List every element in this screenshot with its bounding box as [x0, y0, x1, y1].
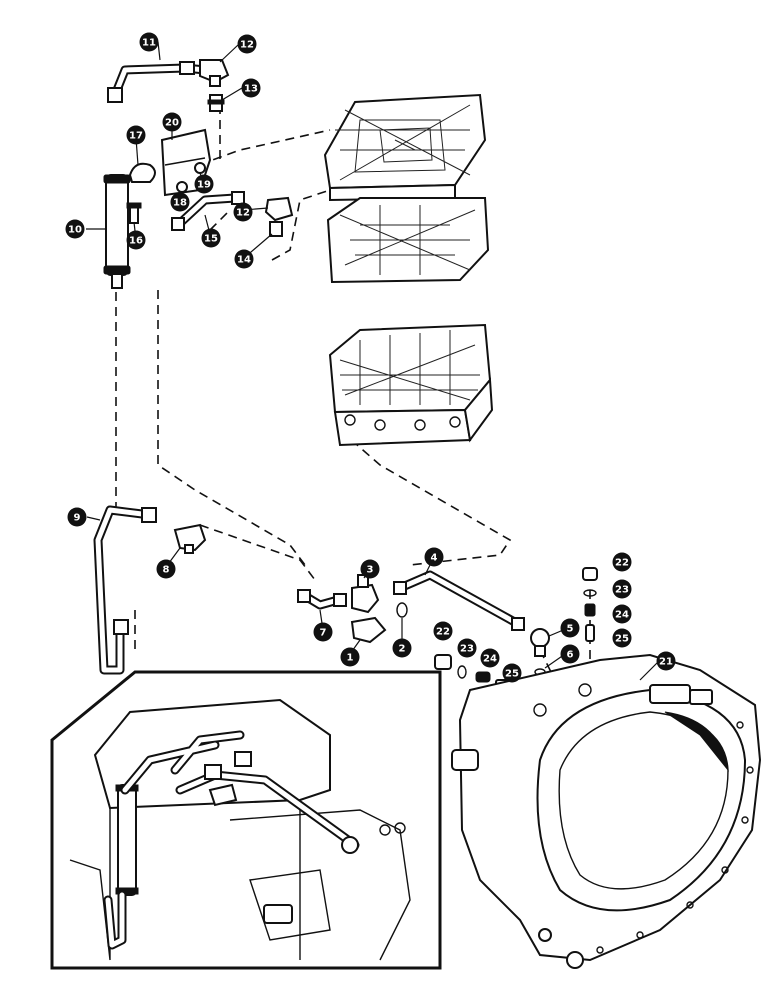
spring-24-right	[584, 603, 596, 617]
svg-text:11: 11	[142, 38, 156, 49]
callout-6: 6	[560, 644, 580, 664]
spring-24-mid	[475, 671, 491, 683]
svg-text:22: 22	[436, 627, 450, 638]
valve-1	[350, 616, 387, 644]
elbow-12-top	[199, 59, 230, 87]
callout-8: 8	[156, 559, 176, 579]
callout-23-right: 23	[612, 579, 632, 599]
callout-19: 19	[194, 174, 214, 194]
callout-25-right: 25	[612, 628, 632, 648]
callout-24-mid: 24	[480, 648, 500, 668]
elbow-12-mid	[264, 196, 294, 222]
svg-text:14: 14	[237, 255, 251, 266]
svg-text:9: 9	[74, 513, 81, 524]
callout-12-mid: 12	[233, 202, 253, 222]
callout-7: 7	[313, 622, 333, 642]
callout-21: 21	[656, 651, 676, 671]
svg-text:8: 8	[163, 565, 170, 576]
svg-text:24: 24	[615, 610, 629, 621]
callout-12-top: 12	[237, 34, 257, 54]
callout-17: 17	[126, 125, 146, 145]
svg-text:7: 7	[320, 628, 327, 639]
callout-9: 9	[67, 507, 87, 527]
tee-fitting-3	[351, 574, 380, 614]
tube-9	[93, 505, 157, 675]
callout-24-right: 24	[612, 604, 632, 624]
clutch-housing-21	[451, 653, 762, 969]
svg-text:23: 23	[460, 644, 474, 655]
callout-16: 16	[126, 230, 146, 250]
svg-text:6: 6	[567, 650, 574, 661]
callout-1: 1	[340, 647, 360, 667]
callout-20: 20	[162, 112, 182, 132]
tube-15	[171, 191, 245, 231]
svg-text:2: 2	[399, 644, 406, 655]
oil-filter-10	[103, 174, 131, 289]
tube-7	[297, 589, 347, 610]
valve-cover-plate	[323, 93, 487, 202]
svg-text:4: 4	[431, 553, 438, 564]
pin-25-right	[585, 624, 595, 642]
svg-text:12: 12	[240, 40, 254, 51]
svg-text:18: 18	[173, 198, 187, 209]
svg-text:21: 21	[659, 657, 673, 668]
callout-14: 14	[234, 249, 254, 269]
callout-5: 5	[560, 618, 580, 638]
callout-25-mid: 25	[502, 663, 522, 683]
clamp-17	[128, 162, 156, 183]
callout-11: 11	[139, 32, 159, 52]
valve-gasket-plate	[326, 197, 490, 284]
svg-text:17: 17	[129, 131, 143, 142]
callout-3: 3	[360, 559, 380, 579]
bolt-16	[126, 202, 142, 224]
fitting-5	[530, 628, 550, 657]
valve-body-block	[328, 323, 494, 447]
callout-22-mid: 22	[433, 621, 453, 641]
svg-text:22: 22	[615, 558, 629, 569]
washer-23-right	[583, 589, 597, 597]
callout-10: 10	[65, 219, 85, 239]
callout-22-right: 22	[612, 552, 632, 572]
svg-text:25: 25	[505, 669, 519, 680]
svg-text:3: 3	[367, 565, 374, 576]
svg-text:12: 12	[236, 208, 250, 219]
tube-4	[393, 570, 525, 631]
callout-23-mid: 23	[457, 638, 477, 658]
svg-text:10: 10	[68, 225, 82, 236]
svg-text:24: 24	[483, 654, 497, 665]
svg-text:20: 20	[165, 118, 179, 129]
washer-23-mid	[457, 665, 467, 679]
callout-15: 15	[201, 228, 221, 248]
fitting-13	[207, 94, 225, 112]
callout-4: 4	[424, 547, 444, 567]
svg-text:23: 23	[615, 585, 629, 596]
tee-fitting-8	[173, 523, 207, 554]
callout-13: 13	[241, 78, 261, 98]
oring-2	[396, 602, 408, 618]
callout-18: 18	[170, 192, 190, 212]
svg-text:1: 1	[347, 653, 354, 664]
inset-detail-view	[50, 670, 442, 970]
svg-text:15: 15	[204, 234, 218, 245]
tube-11	[107, 61, 210, 103]
callout-2: 2	[392, 638, 412, 658]
svg-text:25: 25	[615, 634, 629, 645]
svg-text:13: 13	[244, 84, 258, 95]
svg-text:5: 5	[567, 624, 574, 635]
fitting-14	[269, 221, 283, 237]
svg-text:19: 19	[197, 180, 211, 191]
plug-22-right	[582, 567, 598, 581]
svg-text:16: 16	[129, 236, 143, 247]
plug-22-mid	[434, 654, 452, 670]
